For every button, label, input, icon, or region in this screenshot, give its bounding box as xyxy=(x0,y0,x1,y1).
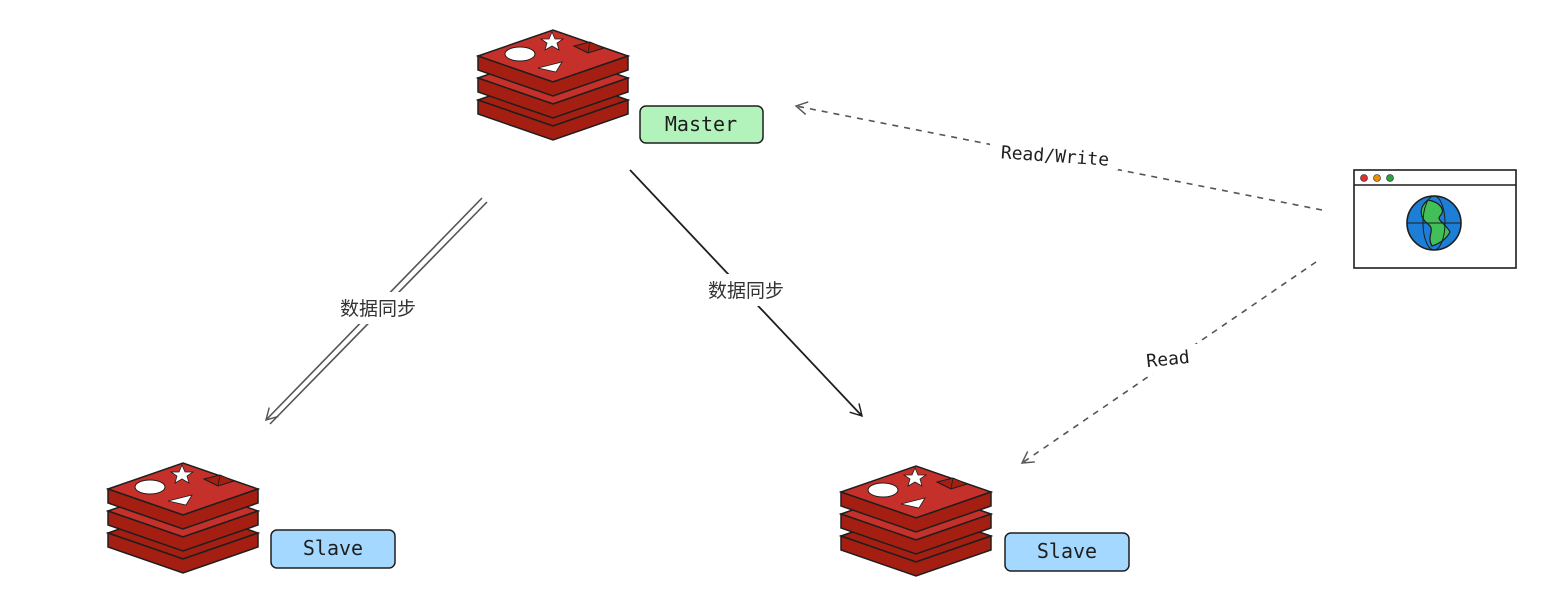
redis-logo-icon xyxy=(840,465,992,577)
edge-label-bg xyxy=(990,140,1118,170)
master-label: Master xyxy=(665,112,737,136)
edge-label-bg xyxy=(1136,344,1200,374)
redis-logo-icon xyxy=(477,29,629,141)
master-node: Master xyxy=(477,29,764,144)
browser-window-globe-icon xyxy=(1353,169,1517,269)
edge-label-bg xyxy=(330,292,426,324)
master-tag xyxy=(639,105,764,144)
slave-right-label: Slave xyxy=(1037,539,1097,563)
slave-right-node: Slave xyxy=(840,465,1130,577)
redis-logo-icon xyxy=(107,462,259,574)
edge-label-read: Read xyxy=(1145,347,1190,372)
edge-label-bg xyxy=(698,274,794,306)
slave-left-node: Slave xyxy=(107,462,396,574)
client-browser-node xyxy=(1353,169,1517,269)
edge-label-sync-right: 数据同步 xyxy=(708,280,784,302)
slave-left-tag xyxy=(270,529,396,569)
slave-left-label: Slave xyxy=(303,536,363,560)
edge-label-sync-left: 数据同步 xyxy=(340,298,416,320)
slave-right-tag xyxy=(1004,532,1130,572)
